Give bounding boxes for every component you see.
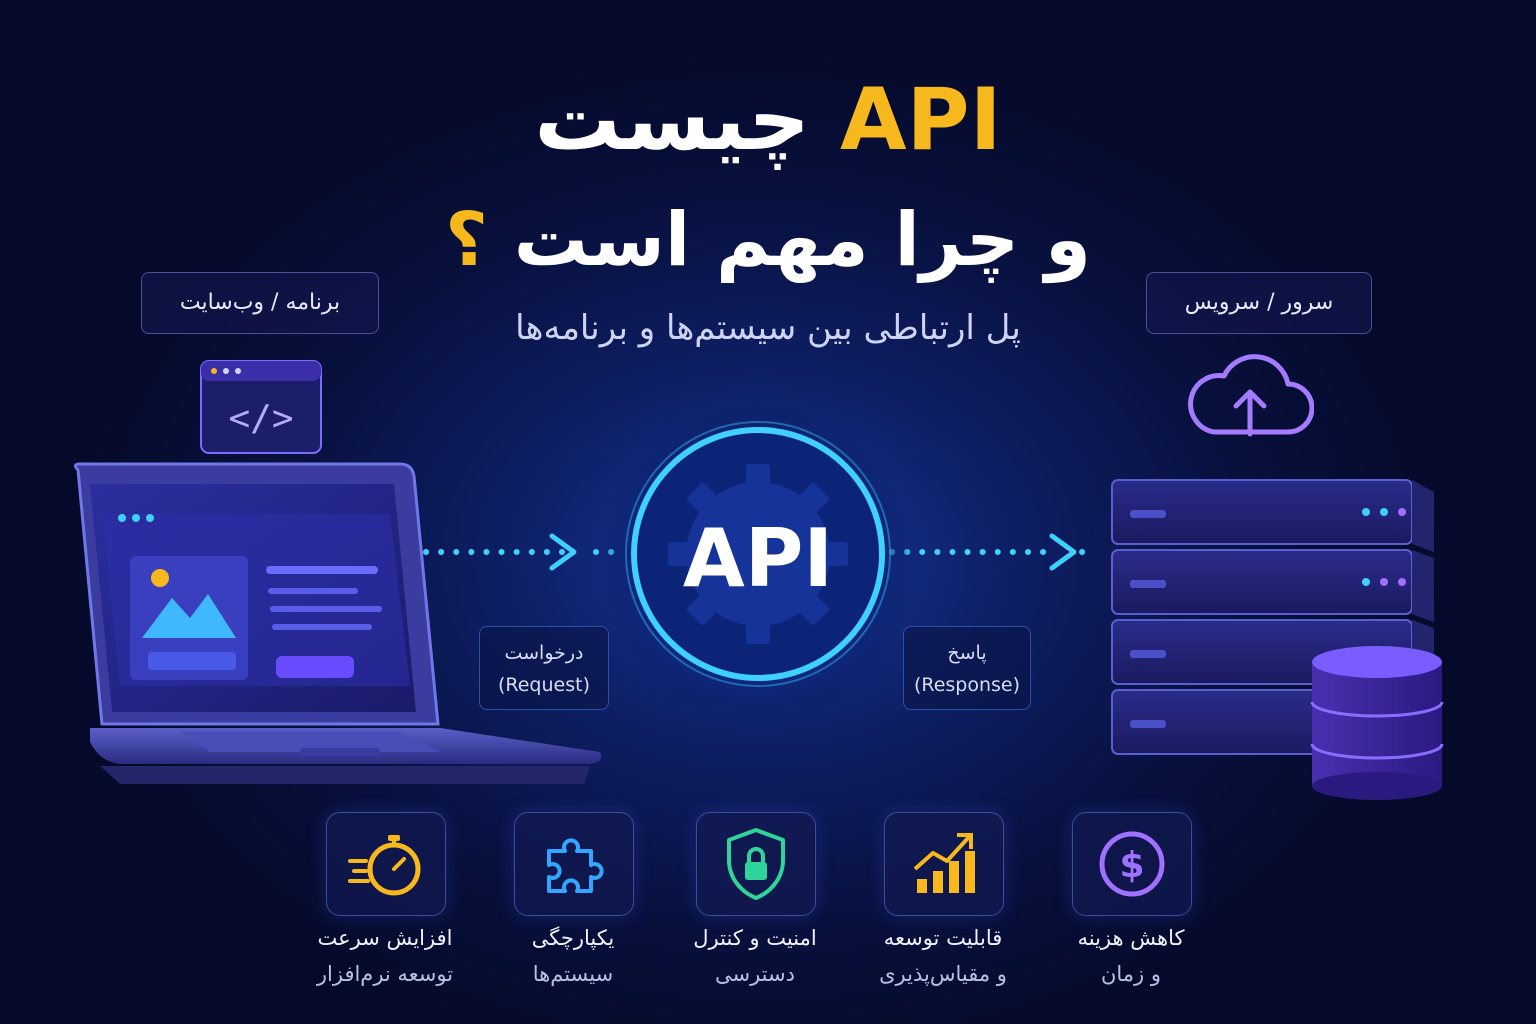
feature-integration-tile: [514, 812, 634, 916]
request-label-fa: درخواست: [504, 642, 584, 664]
request-label-en: (Request): [497, 674, 590, 696]
shield-lock-icon: [727, 828, 785, 900]
response-arrow: [886, 530, 1096, 574]
svg-text:$: $: [1119, 845, 1144, 886]
page-title-line2: و چرا مهم است ؟: [0, 190, 1536, 290]
feature-integration-title: یکپارچگی: [531, 926, 615, 950]
feature-speed-tile: [326, 812, 446, 916]
feature-cost-tile: $: [1072, 812, 1192, 916]
server-label: سرور / سرویس: [1146, 272, 1372, 334]
request-label: درخواست (Request): [479, 626, 609, 710]
feature-speed-subtitle: توسعه نرم‌افزار: [316, 962, 454, 986]
feature-scalability-tile: [884, 812, 1004, 916]
code-window-icon: </>: [200, 360, 322, 454]
feature-speed-title: افزایش سرعت: [317, 926, 453, 950]
client-label: برنامه / وب‌سایت: [141, 272, 379, 334]
puzzle-icon: [547, 838, 604, 893]
feature-security-caption: امنیت و کنترل دسترسی: [655, 920, 855, 992]
feature-security-title: امنیت و کنترل: [693, 926, 817, 950]
page-title: API چیست: [0, 70, 1536, 170]
request-arrow: [420, 530, 620, 574]
page-subtitle: پل ارتباطی بین سیستم‌ها و برنامه‌ها: [515, 308, 1021, 348]
server-rack-illustration: [1108, 462, 1448, 802]
response-label-en: (Response): [913, 674, 1021, 696]
feature-security-subtitle: دسترسی: [715, 962, 795, 986]
feature-cost-caption: کاهش هزینه و زمان: [1031, 920, 1231, 992]
api-hub-label: API: [683, 512, 833, 605]
feature-integration-caption: یکپارچگی سیستم‌ها: [473, 920, 673, 992]
feature-speed-caption: افزایش سرعت توسعه نرم‌افزار: [285, 920, 485, 992]
feature-scalability-caption: قابلیت توسعه و مقیاس‌پذیری: [843, 920, 1043, 992]
api-hub: API: [598, 404, 918, 724]
dollar-coin-icon: $: [1099, 831, 1165, 897]
feature-cost-subtitle: و زمان: [1100, 962, 1162, 986]
feature-scalability-subtitle: و مقیاس‌پذیری: [879, 962, 1007, 986]
title-question-mark: ؟: [445, 197, 488, 283]
feature-security-tile: [696, 812, 816, 916]
stopwatch-icon: [348, 835, 421, 896]
feature-scalability-title: قابلیت توسعه: [883, 926, 1003, 950]
feature-integration-subtitle: سیستم‌ها: [532, 962, 614, 986]
response-label: پاسخ (Response): [903, 626, 1031, 710]
title-line1: چیست: [534, 70, 811, 170]
response-label-fa: پاسخ: [947, 642, 987, 664]
title-line2: و چرا مهم است: [513, 197, 1091, 283]
title-api: API: [840, 70, 1002, 170]
feature-cost-title: کاهش هزینه: [1077, 926, 1185, 950]
laptop-illustration: [60, 462, 605, 802]
growth-chart-icon: [913, 833, 975, 893]
code-icon-text: </>: [228, 398, 293, 439]
cloud-upload-icon: [1184, 348, 1315, 438]
